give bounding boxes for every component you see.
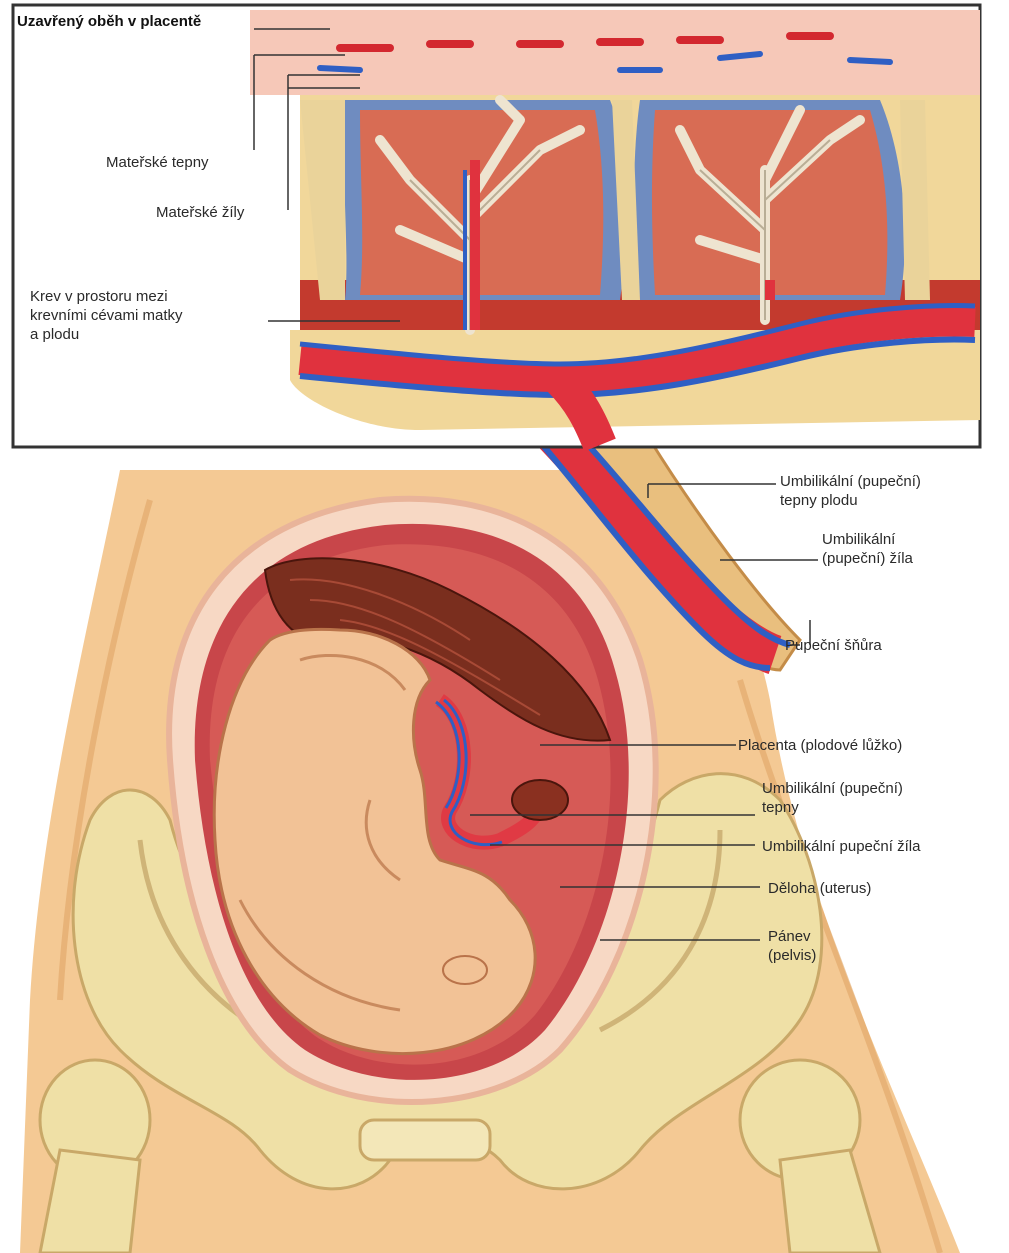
label-placenta: Placenta (plodové lůžko) bbox=[738, 736, 902, 755]
label-pelvis: Pánev (pelvis) bbox=[768, 927, 816, 965]
placenta-inset bbox=[13, 5, 980, 447]
label-umbilical-vein-top: Umbilikální (pupeční) žíla bbox=[822, 530, 913, 568]
label-umbilical-arteries-fetus: Umbilikální (pupeční) tepny plodu bbox=[780, 472, 921, 510]
label-umbilical-cord: Pupeční šňůra bbox=[785, 636, 882, 655]
label-maternal-veins: Mateřské žíly bbox=[156, 203, 244, 222]
inset-title: Uzavřený oběh v placentě bbox=[17, 12, 201, 31]
label-umbilical-vein: Umbilikální pupeční žíla bbox=[762, 837, 920, 856]
label-uterus: Děloha (uterus) bbox=[768, 879, 871, 898]
label-umbilical-arteries: Umbilikální (pupeční) tepny bbox=[762, 779, 903, 817]
label-intervillous-blood: Krev v prostoru mezi krevními cévami mat… bbox=[30, 287, 183, 344]
label-maternal-arteries: Mateřské tepny bbox=[106, 153, 209, 172]
